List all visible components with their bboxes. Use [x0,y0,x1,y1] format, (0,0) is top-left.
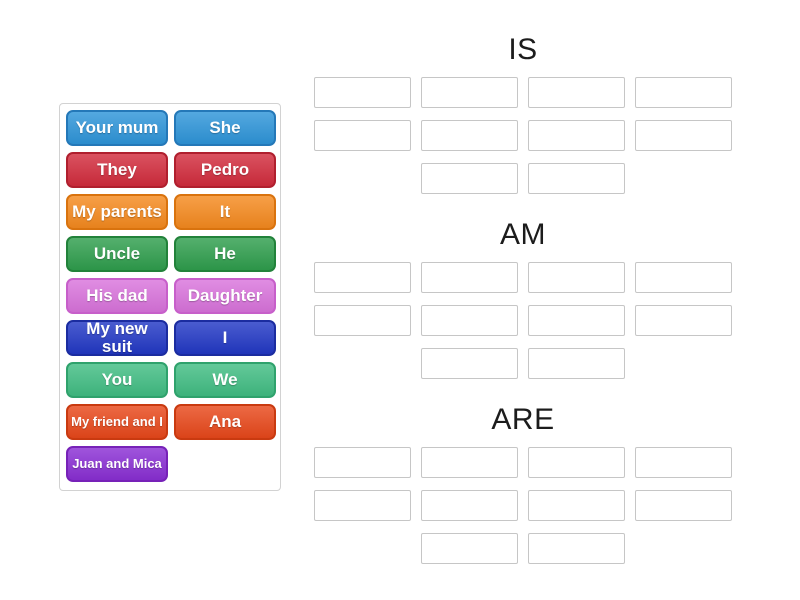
drop-slot[interactable] [314,120,411,151]
slot-row [314,305,732,336]
word-tile-my-friend-and-i[interactable]: My friend and I [66,404,168,440]
word-tile-you[interactable]: You [66,362,168,398]
word-tile-daughter[interactable]: Daughter [174,278,276,314]
word-tile-uncle[interactable]: Uncle [66,236,168,272]
word-tile-she[interactable]: She [174,110,276,146]
group-title-am: AM [500,218,546,251]
word-tile-he[interactable]: He [174,236,276,272]
drop-slot[interactable] [635,77,732,108]
slot-row [314,490,732,521]
drop-slot[interactable] [314,262,411,293]
drop-slot[interactable] [421,447,518,478]
drop-slot[interactable] [528,490,625,521]
drop-slot[interactable] [421,533,518,564]
drop-slot[interactable] [528,533,625,564]
slot-row [314,533,732,564]
drop-slot[interactable] [421,305,518,336]
drop-slot[interactable] [635,447,732,478]
group-slots-is [314,77,732,194]
group-am: AM [314,215,732,379]
word-tile-pedro[interactable]: Pedro [174,152,276,188]
drop-slot[interactable] [635,490,732,521]
drop-slot[interactable] [635,120,732,151]
drop-slot[interactable] [635,305,732,336]
drop-slot[interactable] [528,262,625,293]
word-tile-it[interactable]: It [174,194,276,230]
group-slots-am [314,262,732,379]
word-tile-juan-and-mica[interactable]: Juan and Mica [66,446,168,482]
word-tile-we[interactable]: We [174,362,276,398]
drop-slot[interactable] [528,348,625,379]
word-tile-they[interactable]: They [66,152,168,188]
drop-slot[interactable] [314,77,411,108]
drop-slot[interactable] [528,120,625,151]
slot-row [314,262,732,293]
group-title-is: IS [508,33,538,66]
slot-row [314,120,732,151]
drop-slot[interactable] [528,163,625,194]
drop-slot[interactable] [528,77,625,108]
drop-slot[interactable] [528,305,625,336]
word-tile-your-mum[interactable]: Your mum [66,110,168,146]
slot-row [314,447,732,478]
word-tile-my-new-suit[interactable]: My new suit [66,320,168,356]
drop-slot[interactable] [528,447,625,478]
drop-slot[interactable] [421,77,518,108]
group-title-are: ARE [491,403,555,436]
word-tile-my-parents[interactable]: My parents [66,194,168,230]
drop-slot[interactable] [421,163,518,194]
slot-row [314,163,732,194]
word-tile-his-dad[interactable]: His dad [66,278,168,314]
drop-slot[interactable] [635,262,732,293]
slot-row [314,348,732,379]
drop-slot[interactable] [421,120,518,151]
drop-slot[interactable] [314,305,411,336]
group-is: IS [314,30,732,194]
slot-row [314,77,732,108]
word-tile-i[interactable]: I [174,320,276,356]
drop-slot[interactable] [314,447,411,478]
drop-slot[interactable] [421,262,518,293]
group-are: ARE [314,400,732,564]
group-slots-are [314,447,732,564]
drop-slot[interactable] [421,348,518,379]
drop-slot[interactable] [421,490,518,521]
word-tile-ana[interactable]: Ana [174,404,276,440]
drop-slot[interactable] [314,490,411,521]
